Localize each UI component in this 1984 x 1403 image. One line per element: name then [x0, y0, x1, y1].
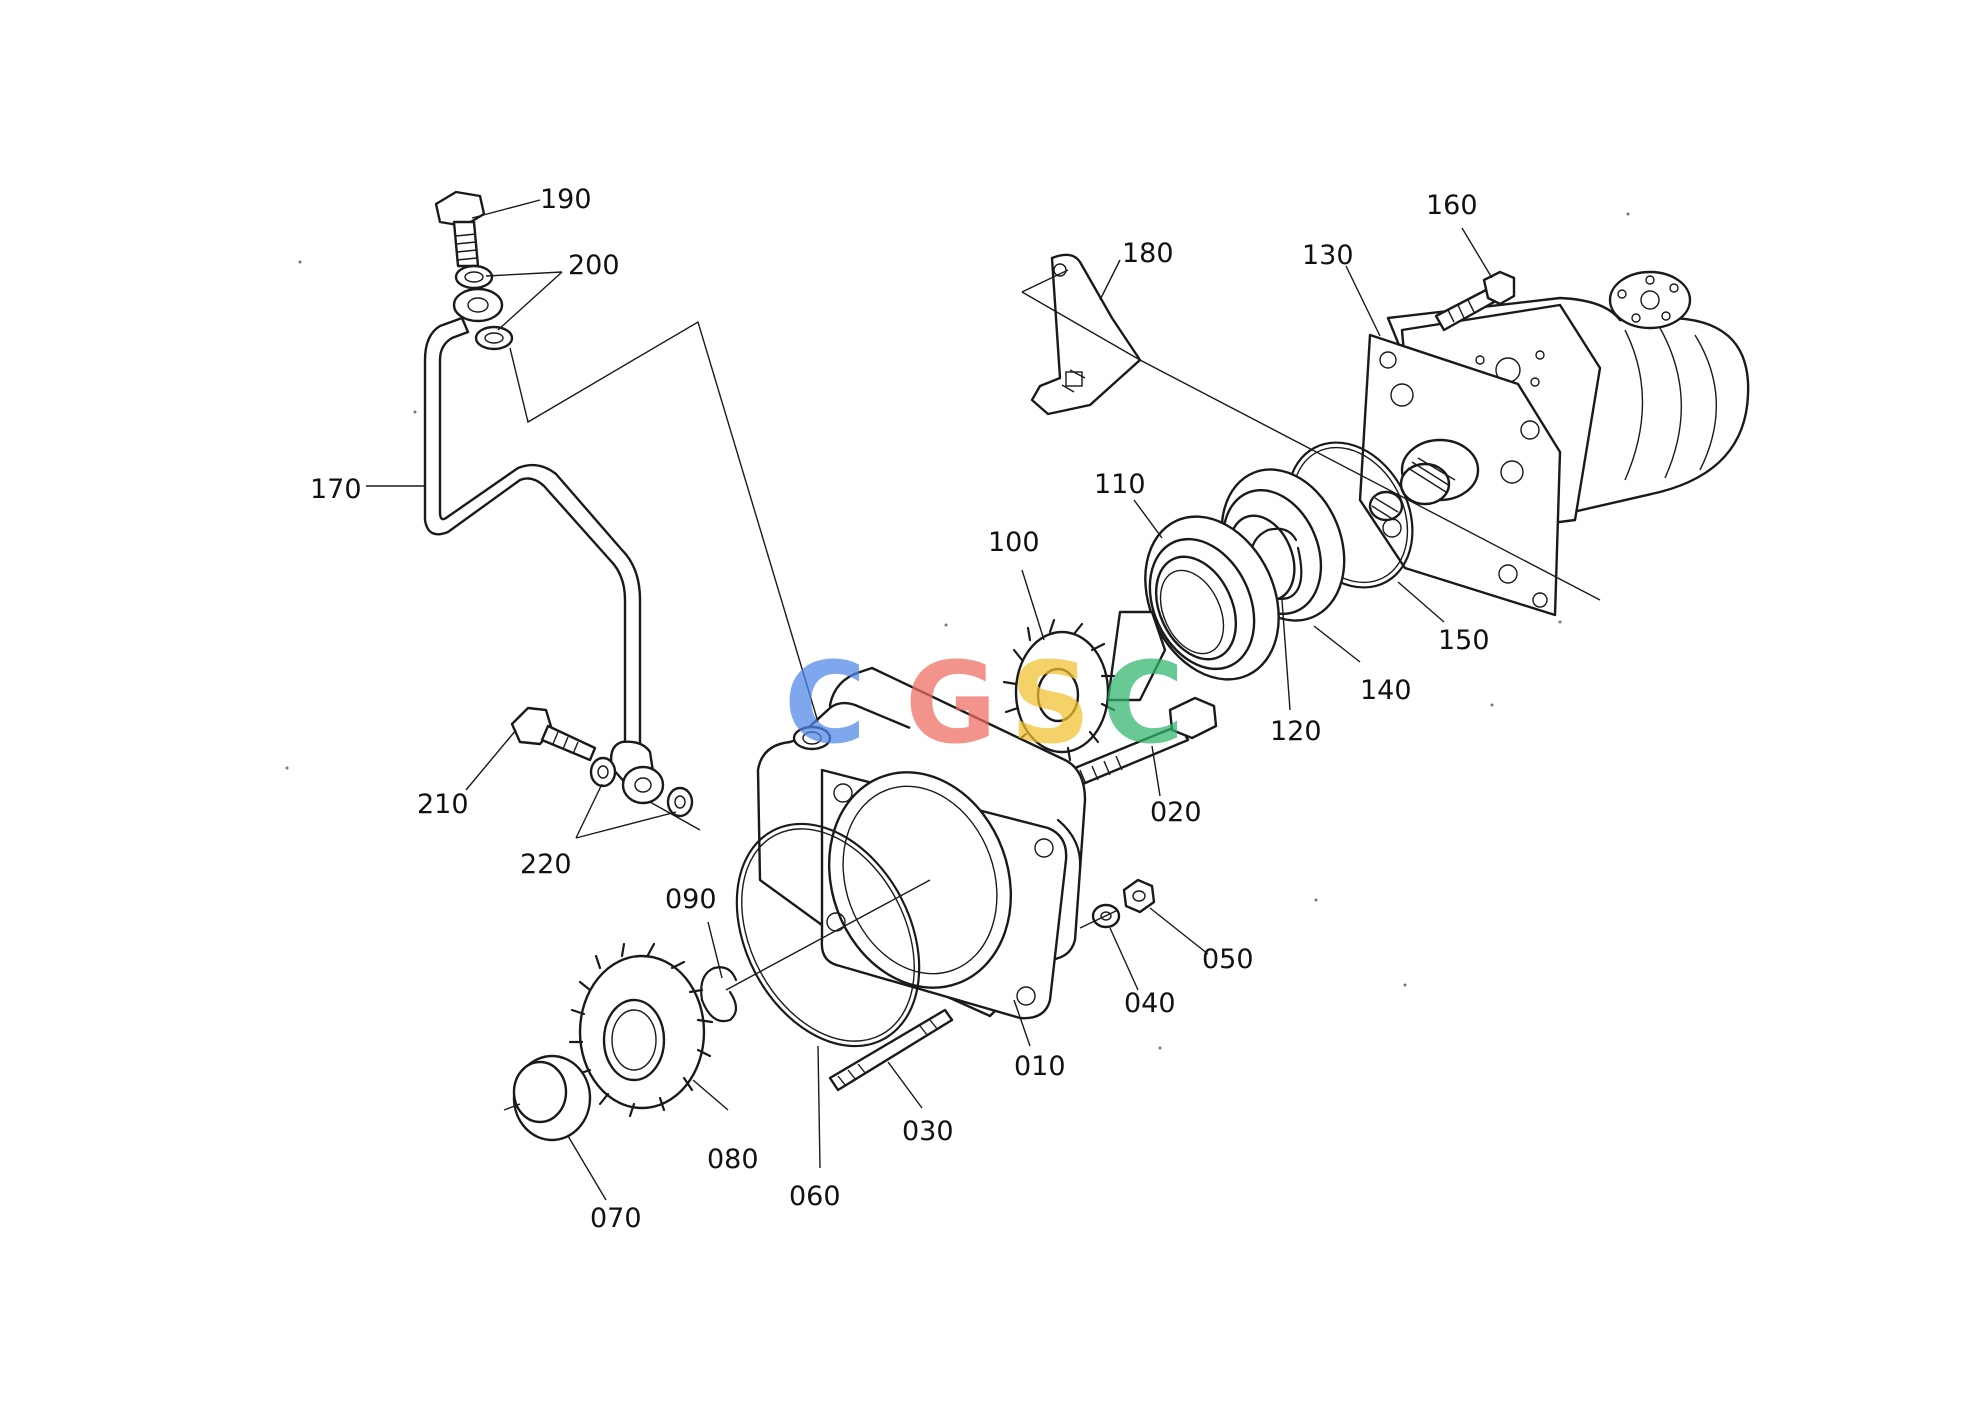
part-label-160: 160 — [1426, 190, 1478, 221]
stud-030 — [828, 1008, 954, 1092]
part-label-100: 100 — [988, 527, 1040, 558]
part-label-110: 110 — [1094, 469, 1146, 500]
oil-pipe-170 — [423, 287, 665, 805]
watermark-letter-4: C — [1102, 639, 1184, 769]
part-label-070: 070 — [590, 1203, 642, 1234]
part-label-060: 060 — [789, 1181, 841, 1212]
part-label-090: 090 — [665, 884, 717, 915]
part-label-080: 080 — [707, 1144, 759, 1175]
part-label-200: 200 — [568, 250, 620, 281]
part-label-170: 170 — [310, 474, 362, 505]
washers-200 — [454, 264, 514, 351]
part-label-020: 020 — [1150, 797, 1202, 828]
part-label-180: 180 — [1122, 238, 1174, 269]
part-label-040: 040 — [1124, 988, 1176, 1019]
bracket-180 — [1030, 253, 1142, 416]
part-label-120: 120 — [1270, 716, 1322, 747]
watermark-letter-1: C — [784, 639, 866, 769]
hydraulic-pump — [1358, 270, 1750, 617]
part-label-140: 140 — [1360, 675, 1412, 706]
nut-050 — [1122, 878, 1156, 914]
washers-220 — [589, 756, 694, 818]
part-label-130: 130 — [1302, 240, 1354, 271]
bolt-160 — [1434, 270, 1516, 332]
bearing-110 — [1144, 515, 1280, 681]
circlip-090 — [700, 966, 738, 1023]
bolt-020 — [1068, 696, 1218, 788]
collar-070 — [512, 1054, 592, 1142]
part-label-010: 010 — [1014, 1051, 1066, 1082]
part-label-210: 210 — [417, 789, 469, 820]
watermark-letter-3: S — [1010, 639, 1091, 769]
leader-lines — [366, 199, 1493, 1201]
part-label-050: 050 — [1202, 944, 1254, 975]
gear-080 — [568, 942, 714, 1118]
explosion-lines — [503, 269, 1601, 1111]
part-label-030: 030 — [902, 1116, 954, 1147]
part-label-150: 150 — [1438, 625, 1490, 656]
part-label-190: 190 — [540, 184, 592, 215]
part-labels: 190 200 170 210 220 090 080 070 060 030 … — [310, 184, 1490, 1234]
gear-100 — [1002, 610, 1167, 762]
part-label-220: 220 — [520, 849, 572, 880]
watermark-letter-2: G — [905, 639, 997, 769]
banjo-bolt-210 — [510, 706, 597, 762]
banjo-bolt-190 — [434, 190, 486, 268]
watermark-logo: C G S C — [784, 639, 1184, 769]
